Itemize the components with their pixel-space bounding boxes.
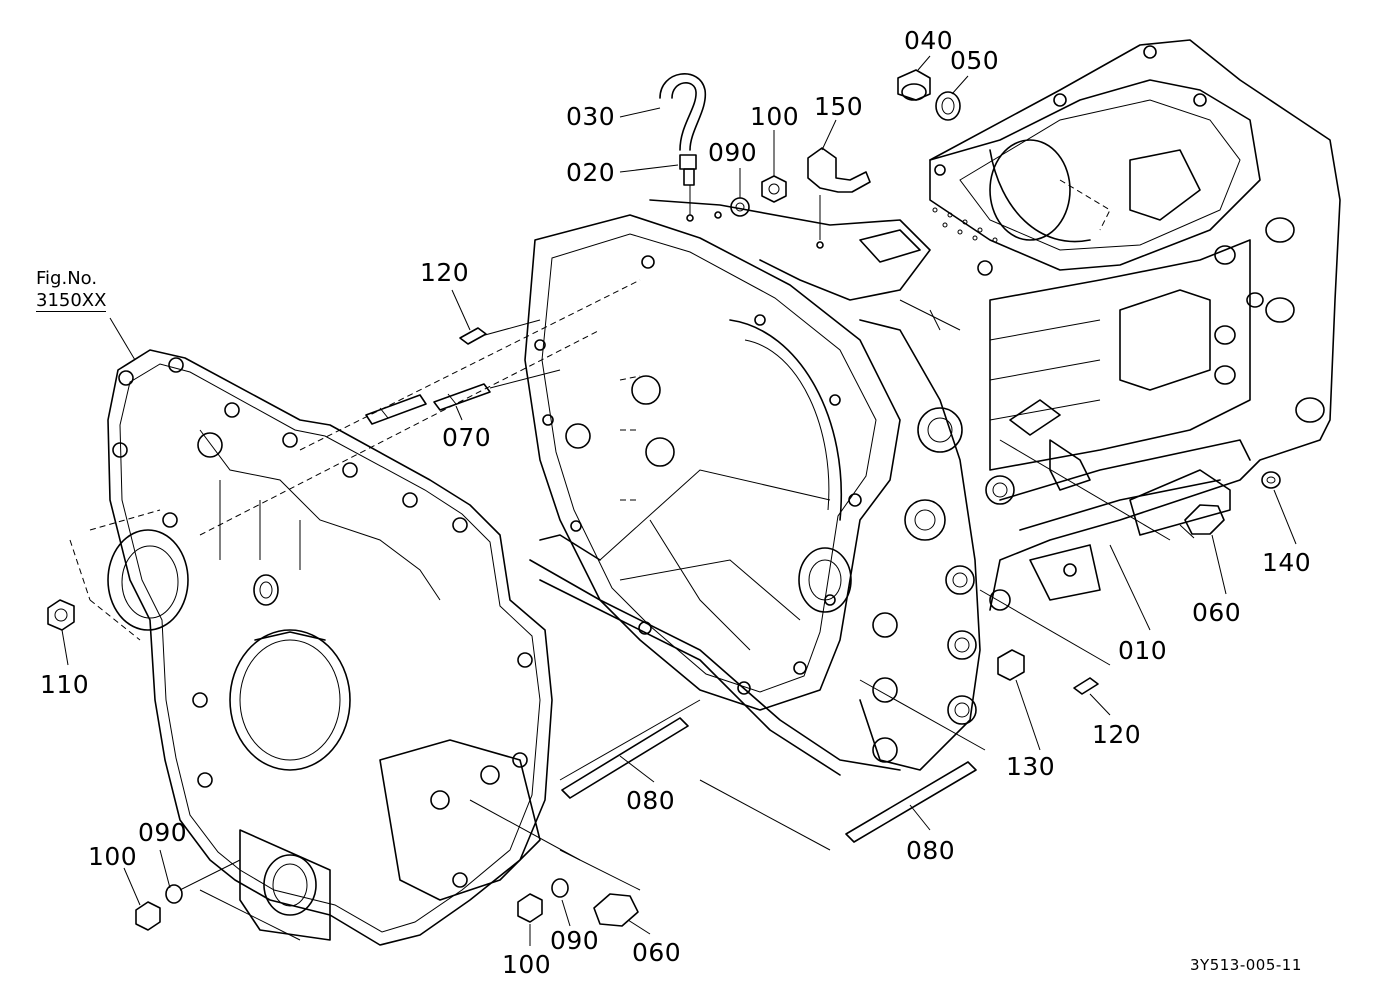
callout-050: 050 (950, 46, 1000, 75)
callout-120: 120 (420, 258, 470, 287)
figure-reference: Fig.No. 3150XX (36, 268, 107, 312)
callout-040: 040 (904, 26, 954, 55)
callout-150: 150 (814, 92, 864, 121)
front-cover (69, 349, 553, 946)
callout-100: 100 (502, 950, 552, 979)
figure-reference-number: 3150XX (36, 290, 107, 312)
callout-100: 100 (750, 102, 800, 131)
callout-140: 140 (1262, 548, 1312, 577)
callout-090: 090 (708, 138, 758, 167)
callout-080: 080 (626, 786, 676, 815)
callout-060: 060 (1192, 598, 1242, 627)
center-housing (524, 199, 981, 776)
callout-090: 090 (138, 818, 188, 847)
callout-120: 120 (1092, 720, 1142, 749)
breather-pipe (659, 73, 707, 151)
callout-090: 090 (550, 926, 600, 955)
callout-110: 110 (40, 670, 90, 699)
elbow-fitting (807, 147, 871, 193)
callout-020: 020 (566, 158, 616, 187)
leader-lines (61, 55, 1297, 946)
callout-060: 060 (632, 938, 682, 967)
callout-080: 080 (906, 836, 956, 865)
figure-reference-label: Fig.No. (36, 268, 98, 289)
rear-housing (929, 39, 1341, 611)
callout-100: 100 (88, 842, 138, 871)
callout-070: 070 (442, 423, 492, 452)
callout-130: 130 (1006, 752, 1056, 781)
callout-010: 010 (1118, 636, 1168, 665)
callout-030: 030 (566, 102, 616, 131)
drawing-code: 3Y513-005-11 (1190, 956, 1302, 974)
